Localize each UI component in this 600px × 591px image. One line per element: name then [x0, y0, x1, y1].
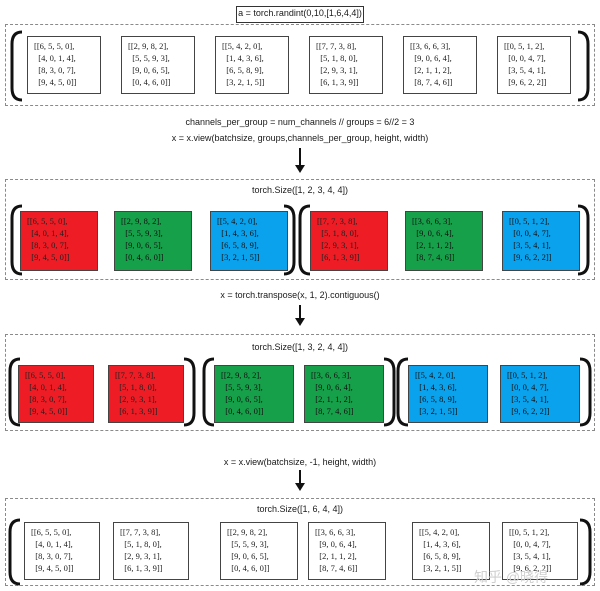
g1-matrix-a: [[6, 5, 5, 0], [4, 0, 1, 4], [8, 3, 0, 7… [20, 211, 98, 271]
size-label-3: torch.Size([1, 6, 4, 4]) [256, 504, 344, 514]
g1-matrix-b: [[2, 9, 8, 2], [5, 5, 9, 3], [9, 0, 6, 5… [114, 211, 192, 271]
pair3-right-bracket [579, 357, 592, 427]
out-matrix-3: [[2, 9, 8, 2], [5, 5, 9, 3], [9, 0, 6, 5… [220, 522, 298, 580]
matrix-channel-4: [[7, 7, 3, 8], [5, 1, 8, 0], [2, 9, 3, 1… [309, 36, 383, 94]
g2-matrix-a: [[7, 7, 3, 8], [5, 1, 8, 0], [2, 9, 3, 1… [310, 211, 388, 271]
matrix-channel-6: [[0, 5, 1, 2], [0, 0, 4, 7], [3, 5, 4, 1… [497, 36, 571, 94]
group1-right-bracket [283, 204, 296, 276]
matrix-channel-2: [[2, 9, 8, 2], [5, 5, 9, 3], [9, 0, 6, 5… [121, 36, 195, 94]
output-right-bracket [579, 518, 592, 586]
group1-left-bracket [10, 204, 23, 276]
matrix-channel-5: [[3, 6, 6, 3], [9, 0, 6, 4], [2, 1, 1, 2… [403, 36, 477, 94]
p1-matrix-a: [[6, 5, 5, 0], [4, 0, 1, 4], [8, 3, 0, 7… [18, 365, 94, 423]
p2-matrix-b: [[3, 6, 6, 3], [9, 0, 6, 4], [2, 1, 1, 2… [304, 365, 384, 423]
group2-right-bracket [577, 204, 590, 276]
pair1-right-bracket [183, 357, 196, 427]
g1-matrix-c: [[5, 4, 2, 0], [1, 4, 3, 6], [6, 5, 8, 9… [210, 211, 288, 271]
out-matrix-5: [[5, 4, 2, 0], [1, 4, 3, 6], [6, 5, 8, 9… [412, 522, 490, 580]
p1-matrix-b: [[7, 7, 3, 8], [5, 1, 8, 0], [2, 9, 3, 1… [108, 365, 184, 423]
view-group-frame [5, 179, 595, 280]
matrix-channel-3: [[5, 4, 2, 0], [1, 4, 3, 6], [6, 5, 8, 9… [215, 36, 289, 94]
out-matrix-2: [[7, 7, 3, 8], [5, 1, 8, 0], [2, 9, 3, 1… [113, 522, 189, 580]
out-matrix-6: [[0, 5, 1, 2], [0, 0, 4, 7], [3, 5, 4, 1… [502, 522, 578, 580]
transpose-group-frame [5, 334, 595, 431]
randint-code-box: a = torch.randint(0,10,[1,6,4,4]) [236, 6, 364, 23]
pair1-left-bracket [8, 357, 21, 427]
arrow-3 [295, 470, 305, 491]
group2-left-bracket [298, 204, 311, 276]
output-left-bracket [8, 518, 21, 586]
watermark: 知乎 @晓得 [474, 569, 549, 585]
g2-matrix-c: [[0, 5, 1, 2], [0, 0, 4, 7], [3, 5, 4, 1… [502, 211, 580, 271]
pair2-left-bracket [202, 357, 215, 427]
matrix-channel-1: [[6, 5, 5, 0], [4, 0, 1, 4], [8, 3, 0, 7… [27, 36, 101, 94]
step1-line2: x = x.view(batchsize, groups,channels_pe… [171, 133, 429, 143]
size-label-2: torch.Size([1, 3, 2, 4, 4]) [251, 342, 349, 352]
size-label-1: torch.Size([1, 2, 3, 4, 4]) [251, 185, 349, 195]
g2-matrix-b: [[3, 6, 6, 3], [9, 0, 6, 4], [2, 1, 1, 2… [405, 211, 483, 271]
input-group-frame [5, 24, 595, 106]
output-group-frame [5, 498, 595, 586]
p2-matrix-a: [[2, 9, 8, 2], [5, 5, 9, 3], [9, 0, 6, 5… [214, 365, 294, 423]
arrow-2 [295, 305, 305, 326]
pair3-left-bracket [396, 357, 409, 427]
pair2-right-bracket [383, 357, 396, 427]
step3-label: x = x.view(batchsize, -1, height, width) [223, 457, 377, 467]
p3-matrix-b: [[0, 5, 1, 2], [0, 0, 4, 7], [3, 5, 4, 1… [500, 365, 580, 423]
step2-label: x = torch.transpose(x, 1, 2).contiguous(… [220, 290, 380, 300]
arrow-1 [295, 148, 305, 173]
right-bracket [577, 30, 590, 102]
out-matrix-1: [[6, 5, 5, 0], [4, 0, 1, 4], [8, 3, 0, 7… [24, 522, 100, 580]
out-matrix-4: [[3, 6, 6, 3], [9, 0, 6, 4], [2, 1, 1, 2… [308, 522, 386, 580]
p3-matrix-a: [[5, 4, 2, 0], [1, 4, 3, 6], [6, 5, 8, 9… [408, 365, 488, 423]
step1-line1: channels_per_group = num_channels // gro… [185, 117, 415, 127]
left-bracket [10, 30, 23, 102]
